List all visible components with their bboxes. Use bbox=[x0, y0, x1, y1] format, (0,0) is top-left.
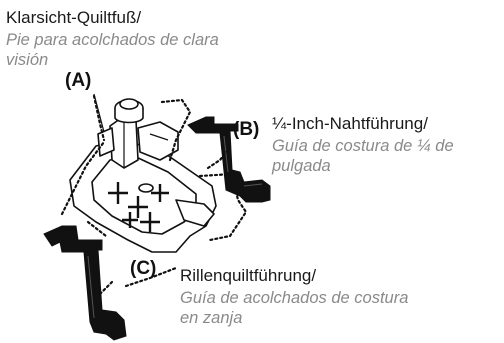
callout-a: (A) bbox=[65, 70, 92, 91]
caption-quilting-foot-es-2: visión bbox=[6, 50, 49, 69]
leader-lines bbox=[60, 94, 248, 296]
caption-ditch-guide-de: Rillenquiltführung/ bbox=[180, 266, 317, 285]
caption-seam-guide-es-2: pulgada bbox=[272, 156, 331, 175]
quarter-inch-seam-guide-shape bbox=[187, 116, 271, 203]
ditch-quilting-guide-shape bbox=[43, 225, 127, 341]
callout-b: (B) bbox=[233, 119, 260, 140]
caption-ditch-guide: Rillenquiltführung/ Guía de acolchados d… bbox=[180, 266, 480, 328]
callout-c: (C) bbox=[130, 258, 157, 279]
caption-seam-guide: ¼-Inch-Nahtführung/ Guía de costura de ¼… bbox=[272, 114, 502, 176]
caption-ditch-guide-es-2: en zanja bbox=[180, 308, 243, 327]
caption-quilting-foot-es-1: Pie para acolchados de clara bbox=[6, 31, 219, 50]
caption-quilting-foot: Klarsicht-Quiltfuß/ Pie para acolchados … bbox=[6, 8, 306, 70]
caption-quilting-foot-de: Klarsicht-Quiltfuß/ bbox=[6, 8, 142, 27]
quilting-foot-shape bbox=[69, 98, 217, 253]
caption-ditch-guide-es-1: Guía de acolchados de costura bbox=[180, 289, 409, 308]
caption-seam-guide-es-1: Guía de costura de ¼ de bbox=[272, 137, 454, 156]
caption-seam-guide-de: ¼-Inch-Nahtführung/ bbox=[272, 114, 428, 133]
